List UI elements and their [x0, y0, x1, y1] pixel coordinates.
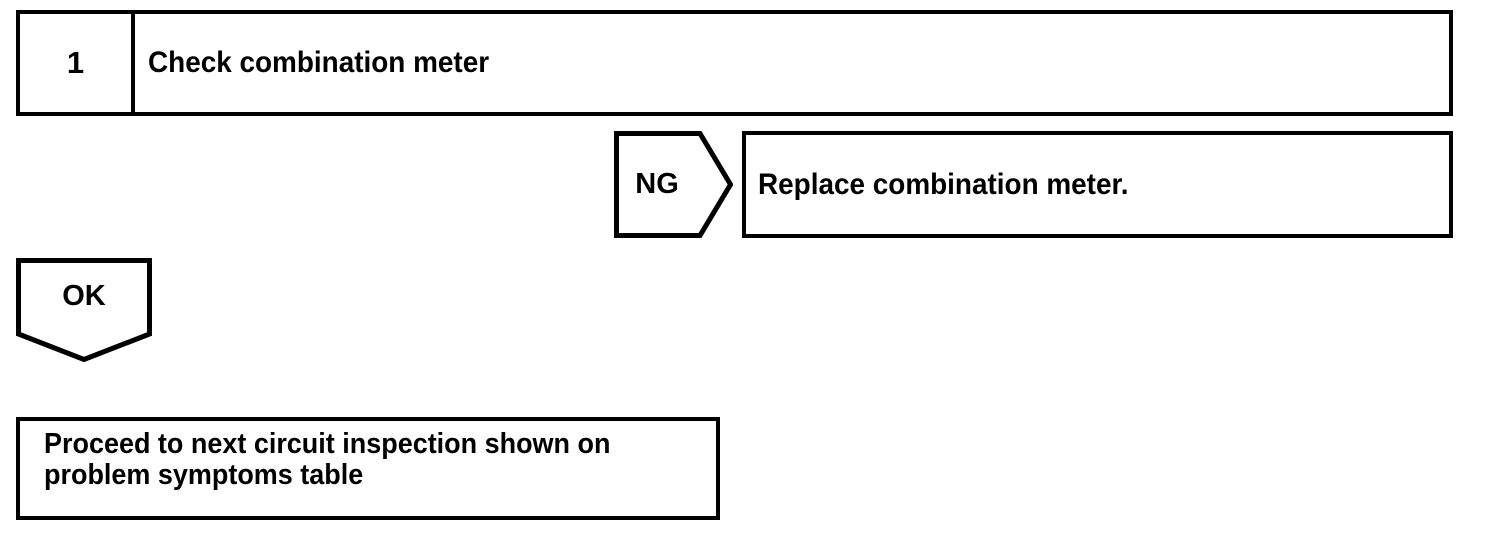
- proceed-outcome-box: Proceed to next circuit inspection shown…: [16, 417, 720, 520]
- proceed-text-line-1: Proceed to next circuit inspection shown…: [44, 428, 611, 460]
- step-title-text: Check combination meter: [148, 46, 490, 79]
- replace-action-box: Replace combination meter.: [742, 131, 1453, 238]
- ng-label: NG: [635, 168, 679, 200]
- ng-branch-arrow: NG: [614, 131, 733, 238]
- step-box-divider: [131, 14, 135, 112]
- step-number-cell: 1: [66, 45, 85, 80]
- replace-action-text: Replace combination meter.: [758, 167, 1129, 201]
- step-1-box: 1 Check combination meter: [16, 10, 1453, 116]
- ng-arrow-shape: [614, 131, 733, 238]
- ok-arrow-shape: [16, 258, 152, 362]
- proceed-text-line-2: problem symptoms table: [44, 459, 364, 491]
- proceed-outcome-text: Proceed to next circuit inspection shown…: [44, 429, 610, 491]
- ok-label: OK: [62, 279, 106, 312]
- ok-branch-arrow: OK: [16, 258, 152, 362]
